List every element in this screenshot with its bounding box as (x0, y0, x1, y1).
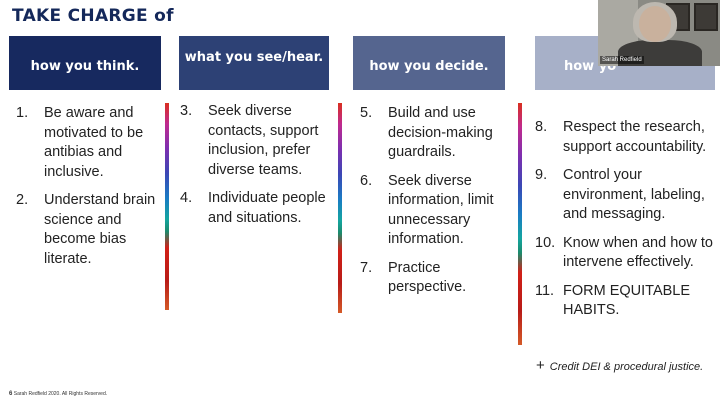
item-text: Seek diverse contacts, support inclusion… (208, 103, 319, 178)
column-divider (518, 103, 522, 345)
think-list: 1. Be aware and motivated to be antibias … (16, 104, 164, 278)
list-item: 6. Seek diverse information, limit unnece… (360, 172, 512, 250)
participant-name-label: Sarah Redfield (600, 56, 644, 64)
plus-icon: + (536, 357, 545, 374)
list-item: 11. FORM EQUITABLE HABITS. (535, 282, 715, 321)
item-text: Seek diverse information, limit unnecess… (388, 172, 494, 248)
participant-video-tile[interactable]: Sarah Redfield (598, 0, 720, 66)
item-number: 7. (360, 259, 373, 276)
item-text: Individuate people and situations. (208, 190, 326, 226)
participant-face (639, 6, 671, 42)
item-number: 9. (535, 167, 548, 183)
item-text: Control your environment, labeling, and … (563, 167, 705, 222)
list-item: 8. Respect the research, support accounta… (535, 118, 715, 157)
list-item: 7. Practice perspective. (360, 259, 512, 298)
column-header-decide: how you decide. (353, 36, 505, 90)
column-divider (165, 103, 169, 310)
item-number: 1. (16, 105, 29, 121)
item-text: Respect the research, support accountabi… (563, 119, 707, 155)
slide-footer: 6 Sarah Redfield 2020. All Rights Reserv… (9, 391, 107, 397)
credit-note: + Credit DEI & procedural justice. (536, 357, 703, 374)
item-text: Build and use decision-making guardrails… (388, 105, 493, 160)
copyright-text: Sarah Redfield 2020. All Rights Reserved… (13, 391, 108, 397)
list-item: 2. Understand brain science and become bi… (16, 191, 164, 269)
item-text: Know when and how to intervene effective… (563, 234, 713, 271)
see-hear-list: 3. Seek diverse contacts, support inclusi… (180, 102, 328, 237)
item-text: Understand brain science and become bias… (44, 192, 156, 267)
page-number: 6 (9, 391, 13, 397)
slide-title: TAKE CHARGE of (12, 6, 174, 26)
item-number: 6. (360, 172, 373, 189)
wall-picture (694, 3, 718, 31)
item-number: 8. (535, 119, 548, 135)
list-item: 10. Know when and how to intervene effect… (535, 234, 715, 273)
act-list: 8. Respect the research, support accounta… (535, 118, 715, 330)
list-item: 1. Be aware and motivated to be antibias … (16, 104, 164, 182)
list-item: 9. Control your environment, labeling, an… (535, 166, 715, 225)
item-number: 4. (180, 190, 193, 206)
item-number: 3. (180, 103, 193, 119)
item-number: 5. (360, 105, 373, 121)
column-divider (338, 103, 342, 313)
item-number: 2. (16, 192, 29, 208)
item-text: FORM EQUITABLE HABITS. (563, 282, 691, 319)
column-header-see-hear: what you see/hear. (179, 36, 329, 90)
column-header-think: how you think. (9, 36, 161, 90)
item-number: 10. (535, 234, 556, 251)
list-item: 3. Seek diverse contacts, support inclusi… (180, 102, 328, 180)
list-item: 5. Build and use decision-making guardrai… (360, 104, 512, 163)
item-number: 11. (535, 282, 555, 299)
item-text: Practice perspective. (388, 259, 467, 296)
list-item: 4. Individuate people and situations. (180, 189, 328, 228)
decide-list: 5. Build and use decision-making guardrai… (360, 104, 512, 307)
credit-text: Credit DEI & procedural justice. (549, 361, 704, 373)
item-text: Be aware and motivated to be antibias an… (44, 105, 144, 180)
